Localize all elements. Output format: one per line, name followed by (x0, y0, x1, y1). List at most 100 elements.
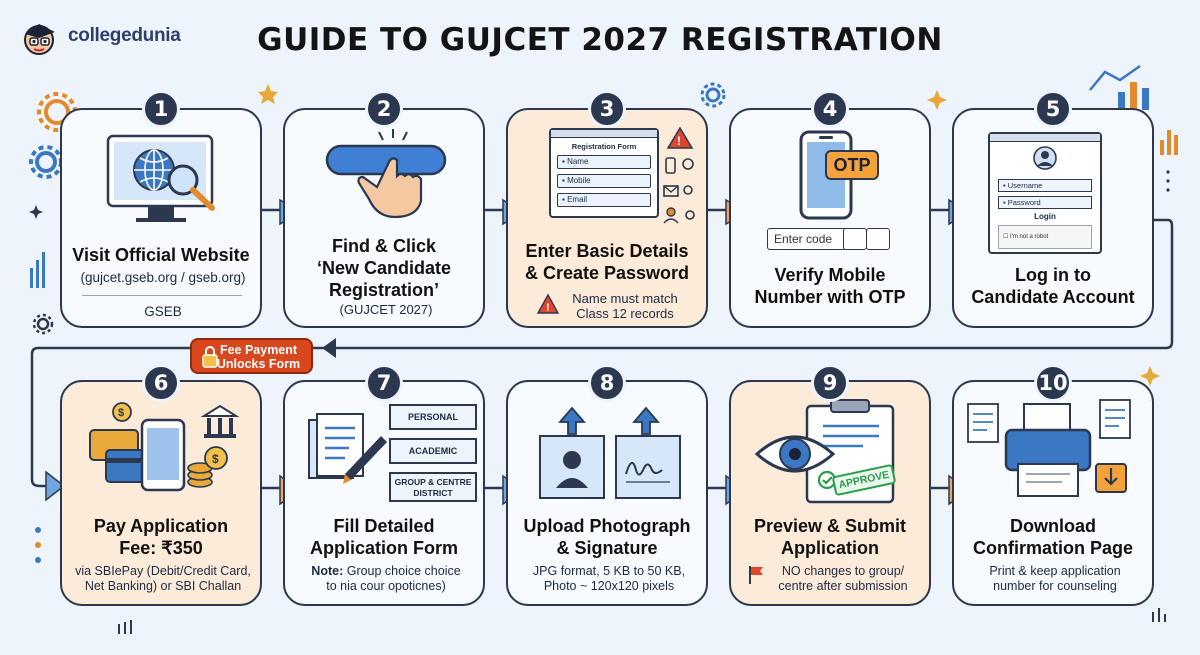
step-5-title-line2: Candidate Account (971, 287, 1135, 307)
step-8-card: Upload Photograph & Signature JPG format… (506, 380, 708, 606)
registration-form: Registration Form ▪ Name ▪ Mobile ▪ Emai… (549, 128, 659, 218)
svg-text:!: ! (677, 134, 681, 148)
gender-icon (683, 185, 693, 195)
tab-personal[interactable]: PERSONAL (389, 404, 477, 430)
photo-frame (539, 435, 605, 499)
fee-flag-line1: Fee Payment (219, 343, 298, 357)
step-1-title: Visit Official Website (72, 245, 250, 265)
step-8-sub-line1: JPG format, 5 KB to 50 KB, (532, 564, 686, 578)
fee-payment-flag: Fee Payment Unlocks Form (190, 338, 313, 374)
login-button[interactable]: Login (1034, 212, 1056, 221)
step-10-card: Download Confirmation Page Print & keep … (952, 380, 1154, 606)
upload-arrow-icon (632, 406, 660, 435)
chart-deco-icon (30, 252, 45, 288)
step-1-number: 1 (142, 90, 180, 128)
step-9-card: APPROVE Preview & Submit Application NO … (729, 380, 931, 606)
red-flag-icon (749, 566, 763, 584)
step-8-title-line2: & Signature (556, 538, 658, 558)
otp-digit-box[interactable] (866, 228, 890, 250)
document-icon (1099, 399, 1131, 439)
svg-text:!: ! (546, 302, 550, 314)
document-pen-icon (308, 413, 387, 484)
page-title: GUIDE TO GUJCET 2027 REGISTRATION (257, 22, 943, 58)
step-2-sub: (GUJCET 2027) (339, 302, 433, 317)
click-button-icon (325, 129, 447, 219)
step-2-card: Find & Click ‘New Candidate Registration… (283, 108, 485, 328)
form-heading: Registration Form (571, 142, 637, 151)
step-5-card: ▪ Username ▪ Password Login ☐ I'm not a … (952, 108, 1154, 328)
step-4-card: OTP Enter code Verify Mobile Number with… (729, 108, 931, 328)
warning-icon (666, 126, 694, 149)
step-2-number: 2 (365, 90, 403, 128)
step-8-title-line1: Upload Photograph (523, 516, 691, 536)
step-9-title-line2: Application (781, 538, 879, 558)
step-4-title-line1: Verify Mobile (774, 265, 886, 285)
step-3-number: 3 (588, 90, 626, 128)
payment-icon: $ $ (89, 402, 240, 492)
tab-academic[interactable]: ACADEMIC (389, 438, 477, 464)
document-icon (967, 403, 999, 443)
form-email-field[interactable]: ▪ Email (557, 193, 651, 207)
fee-flag-line2: Unlocks Form (216, 357, 301, 371)
otp-code-input[interactable]: Enter code (767, 228, 847, 250)
step-6-title-line2: Fee: ₹350 (119, 538, 203, 558)
signature-frame (615, 435, 681, 499)
step-3-title-line2: & Create Password (524, 263, 690, 283)
note-label: Note: (311, 564, 344, 578)
username-field[interactable]: ▪ Username (998, 179, 1092, 192)
step-6-card: $ $ Pay Application Fee: ₹350 via SBIePa… (60, 380, 262, 606)
step-4-number: 4 (811, 90, 849, 128)
brand-logo[interactable]: collegedunia (18, 14, 218, 58)
step-6-sub-line2: Net Banking) or SBI Challan (84, 579, 242, 593)
tab-group-centre[interactable]: GROUP & CENTRE DISTRICT (389, 472, 477, 502)
form-mobile-field[interactable]: ▪ Mobile (557, 174, 651, 188)
step-10-sub-line1: Print & keep application (989, 564, 1121, 578)
user-icon (666, 207, 676, 217)
otp-digit-box[interactable] (843, 228, 867, 250)
step-7-title-line2: Application Form (310, 538, 458, 558)
password-field[interactable]: ▪ Password (998, 196, 1092, 209)
captcha-box[interactable]: ☐ I'm not a robot (998, 225, 1092, 249)
step-5-number: 5 (1034, 90, 1072, 128)
step-1-card: Visit Official Website (gujcet.gseb.org … (60, 108, 262, 328)
note-text: Group choice choice (343, 564, 461, 578)
step-9-number: 9 (811, 364, 849, 402)
login-window: ▪ Username ▪ Password Login ☐ I'm not a … (988, 132, 1102, 254)
step-7-title-line1: Fill Detailed (333, 516, 435, 536)
step-6-sub-line1: via SBIePay (Debit/Credit Card, (75, 564, 251, 578)
printer-download-icon (967, 399, 1131, 497)
lock-icon (202, 346, 218, 368)
step-8-number: 8 (588, 364, 626, 402)
coins-icon: $ (187, 446, 228, 488)
step-6-number: 6 (142, 364, 180, 402)
svg-text:$: $ (118, 407, 124, 419)
step-3-title-line1: Enter Basic Details (525, 241, 689, 261)
step-5-title-line1: Log in to (1015, 265, 1091, 285)
step-8-sub-line2: Photo ~ 120x120 pixels (543, 579, 675, 593)
step-9-title-line1: Preview & Submit (753, 516, 907, 536)
step-9-note-line2: centre after submission (778, 579, 908, 593)
form-name-field[interactable]: ▪ Name (557, 155, 651, 169)
step-2-title-line3: Registration’ (328, 280, 439, 300)
step-10-number: 10 (1034, 364, 1072, 402)
step-1-org: GSEB (144, 304, 182, 319)
gear-icon (700, 82, 726, 108)
avatar-icon (1033, 146, 1057, 170)
step-2-title-line1: Find & Click (331, 236, 436, 256)
monitor-globe-icon (106, 134, 215, 222)
tab-group-centre-line1: GROUP & CENTRE (394, 477, 472, 487)
form-side-icons: ! (663, 126, 695, 224)
upload-arrow-icon (558, 406, 586, 435)
step-1-url[interactable]: (gujcet.gseb.org / gseb.org) (80, 270, 246, 285)
bulb-icon (682, 158, 694, 170)
step-7-card: PERSONAL ACADEMIC GROUP & CENTRE DISTRIC… (283, 380, 485, 606)
step-3-note-line2: Class 12 records (576, 306, 674, 321)
step-3-card: Registration Form ▪ Name ▪ Mobile ▪ Emai… (506, 108, 708, 328)
mascot-icon (24, 24, 55, 55)
step-3-note-line1: Name must match (572, 291, 678, 306)
gear-icon (32, 313, 54, 335)
step-2-title-line2: ‘New Candidate (316, 258, 452, 278)
gear-icon (29, 145, 63, 179)
otp-bubble: OTP (825, 150, 879, 180)
bank-icon (200, 404, 240, 438)
